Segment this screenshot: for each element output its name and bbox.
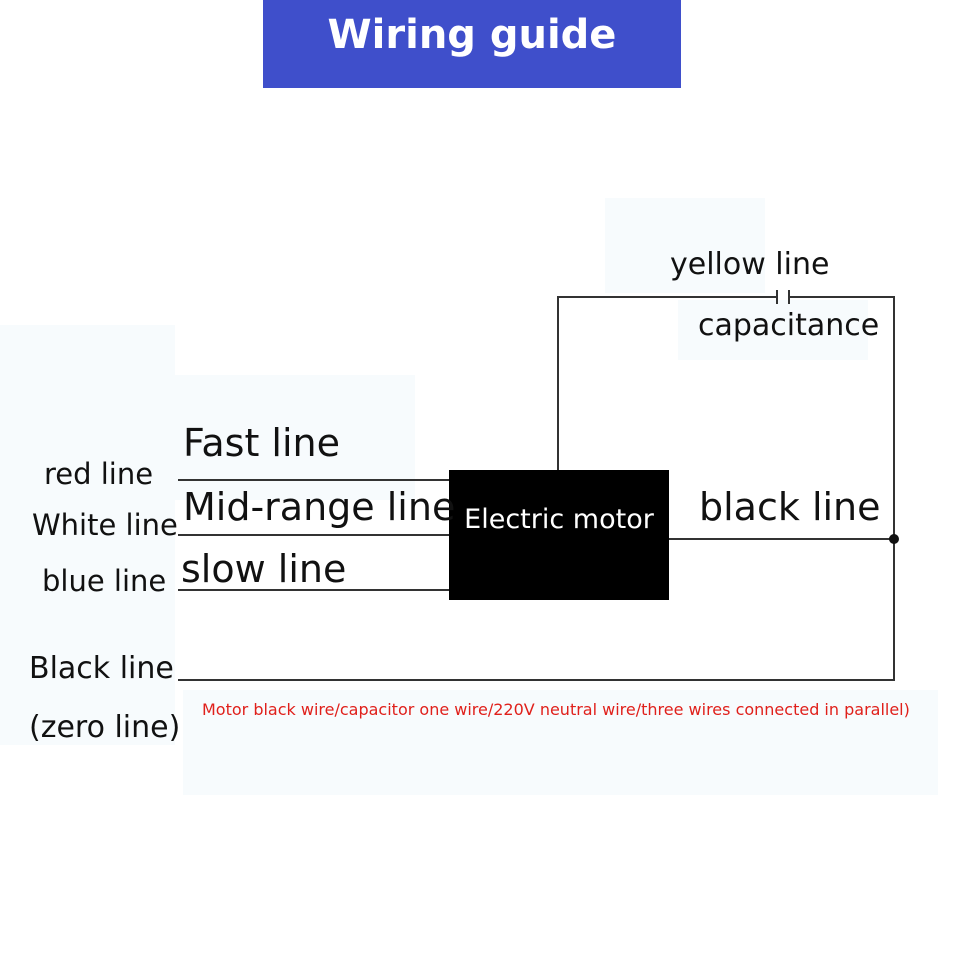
zero-line-label: (zero line) xyxy=(29,710,181,745)
capacitor-loop-right xyxy=(789,296,895,539)
background-tint-cap-label xyxy=(678,300,868,360)
parallel-connection-note: Motor black wire/capacitor one wire/220V… xyxy=(202,700,910,719)
mid-range-line-label: Mid-range line xyxy=(183,485,456,529)
red-line-label: red line xyxy=(44,457,154,491)
fast-line-label: Fast line xyxy=(183,421,341,465)
yellow-line-label: yellow line xyxy=(670,247,830,282)
junction-node xyxy=(889,534,899,544)
capacitance-label: capacitance xyxy=(698,308,880,343)
title-banner: Wiring guide xyxy=(263,0,681,88)
background-tint-left xyxy=(0,325,175,745)
neutral-wire xyxy=(178,539,895,681)
neutral-black-line-label: Black line xyxy=(29,651,174,686)
blue-line-label: blue line xyxy=(42,564,167,598)
background-tint-cap xyxy=(605,198,765,293)
slow-line-label: slow line xyxy=(181,547,347,591)
capacitor-loop-left xyxy=(557,296,777,470)
page-title: Wiring guide xyxy=(327,12,617,58)
electric-motor: Electric motor xyxy=(449,470,669,600)
black-line-output-label: black line xyxy=(699,485,881,529)
motor-label: Electric motor xyxy=(464,503,654,535)
background-tint-note xyxy=(183,690,938,795)
white-line-label: White line xyxy=(32,508,178,542)
